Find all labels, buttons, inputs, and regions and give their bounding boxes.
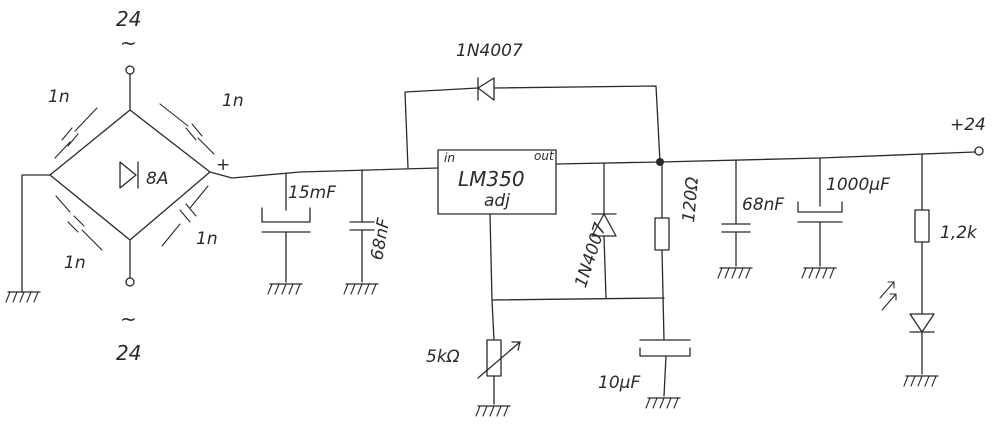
cap-adj-label: 10μF <box>598 373 640 393</box>
potentiometer-label: 5kΩ <box>426 347 460 367</box>
bridge-rectifier <box>21 65 211 293</box>
bridge-plus: + <box>216 155 230 175</box>
reg-in-label: in <box>444 151 455 165</box>
bridge-rating: 8A <box>146 169 168 189</box>
led-branch <box>879 153 939 387</box>
cap-bridge-tl-label: 1n <box>48 87 70 107</box>
ac-bottom-voltage: 24 <box>116 341 141 365</box>
output-voltage-label: +24 <box>950 115 986 135</box>
regulator <box>437 149 661 301</box>
cap-output-ceramic <box>717 159 753 279</box>
cap-output-ceramic-label: 68nF <box>742 195 784 215</box>
cap-input-electrolytic-label: 15mF <box>288 183 336 203</box>
adj-node <box>491 297 665 301</box>
cap-bridge-tr-label: 1n <box>222 91 244 111</box>
cap-output-electrolytic-label: 1000μF <box>826 175 890 195</box>
reverse-diode <box>591 163 617 299</box>
ac-bottom-symbol: ~ <box>120 307 137 331</box>
bridge-caps <box>54 103 215 251</box>
cap-output-electrolytic <box>797 157 843 279</box>
reg-name-label: LM350 <box>458 167 525 191</box>
ac-top-voltage: 24 <box>116 7 141 31</box>
cap-bridge-br-label: 1n <box>196 229 218 249</box>
reg-out-label: out <box>534 149 555 163</box>
bypass-diode <box>404 77 661 169</box>
cap-adj <box>639 339 691 409</box>
reg-adj-label: adj <box>484 191 510 211</box>
resistor-top-label: 120Ω <box>679 176 703 223</box>
resistor-120 <box>654 161 670 341</box>
cap-input-ceramic-label: 68nF <box>367 217 394 262</box>
ground-symbol-input <box>267 283 379 295</box>
ac-top-symbol: ~ <box>120 31 137 55</box>
diode-bypass-label: 1N4007 <box>456 41 523 61</box>
potentiometer <box>475 299 521 417</box>
resistor-led-label: 1,2k <box>940 223 978 243</box>
cap-bridge-bl-label: 1n <box>64 253 86 273</box>
ground-symbol-bridge <box>5 291 41 303</box>
input-rail <box>209 167 439 283</box>
